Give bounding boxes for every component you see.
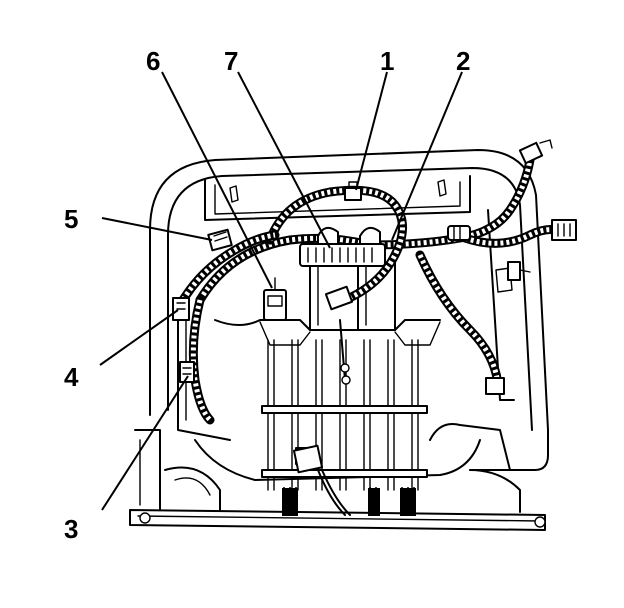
callout-3: 3: [64, 514, 78, 544]
callout-labels: 1 2 3 4 5 6 7: [64, 46, 470, 544]
leader-3: [101, 375, 189, 511]
leader-5: [101, 217, 213, 241]
connector-right-side: [551, 219, 577, 241]
leader-6: [161, 71, 273, 289]
connector-item-4: [172, 297, 190, 321]
leader-7: [237, 71, 331, 249]
callout-4: 4: [64, 362, 79, 392]
connector-center: [324, 285, 354, 311]
connector-item-6: [263, 277, 287, 321]
leader-lines: [99, 71, 463, 511]
clip-right-lower: [485, 261, 531, 395]
connector-top-right: [518, 139, 553, 165]
module-item-7: [299, 226, 386, 267]
leader-4: [99, 309, 179, 366]
leader-1: [355, 71, 388, 191]
callout-2: 2: [456, 46, 470, 76]
connectors: [172, 139, 577, 474]
clip-item-2: [447, 225, 471, 241]
seat-pan-springs: [214, 249, 441, 516]
connector-item-5: [207, 228, 233, 252]
leader-2: [391, 71, 463, 241]
connector-item-1: [344, 181, 362, 201]
callout-1: 1: [380, 46, 394, 76]
clip-item-3: [179, 361, 195, 383]
callout-7: 7: [224, 46, 238, 76]
callout-5: 5: [64, 204, 78, 234]
callout-6: 6: [146, 46, 160, 76]
connector-bottom: [292, 444, 324, 474]
